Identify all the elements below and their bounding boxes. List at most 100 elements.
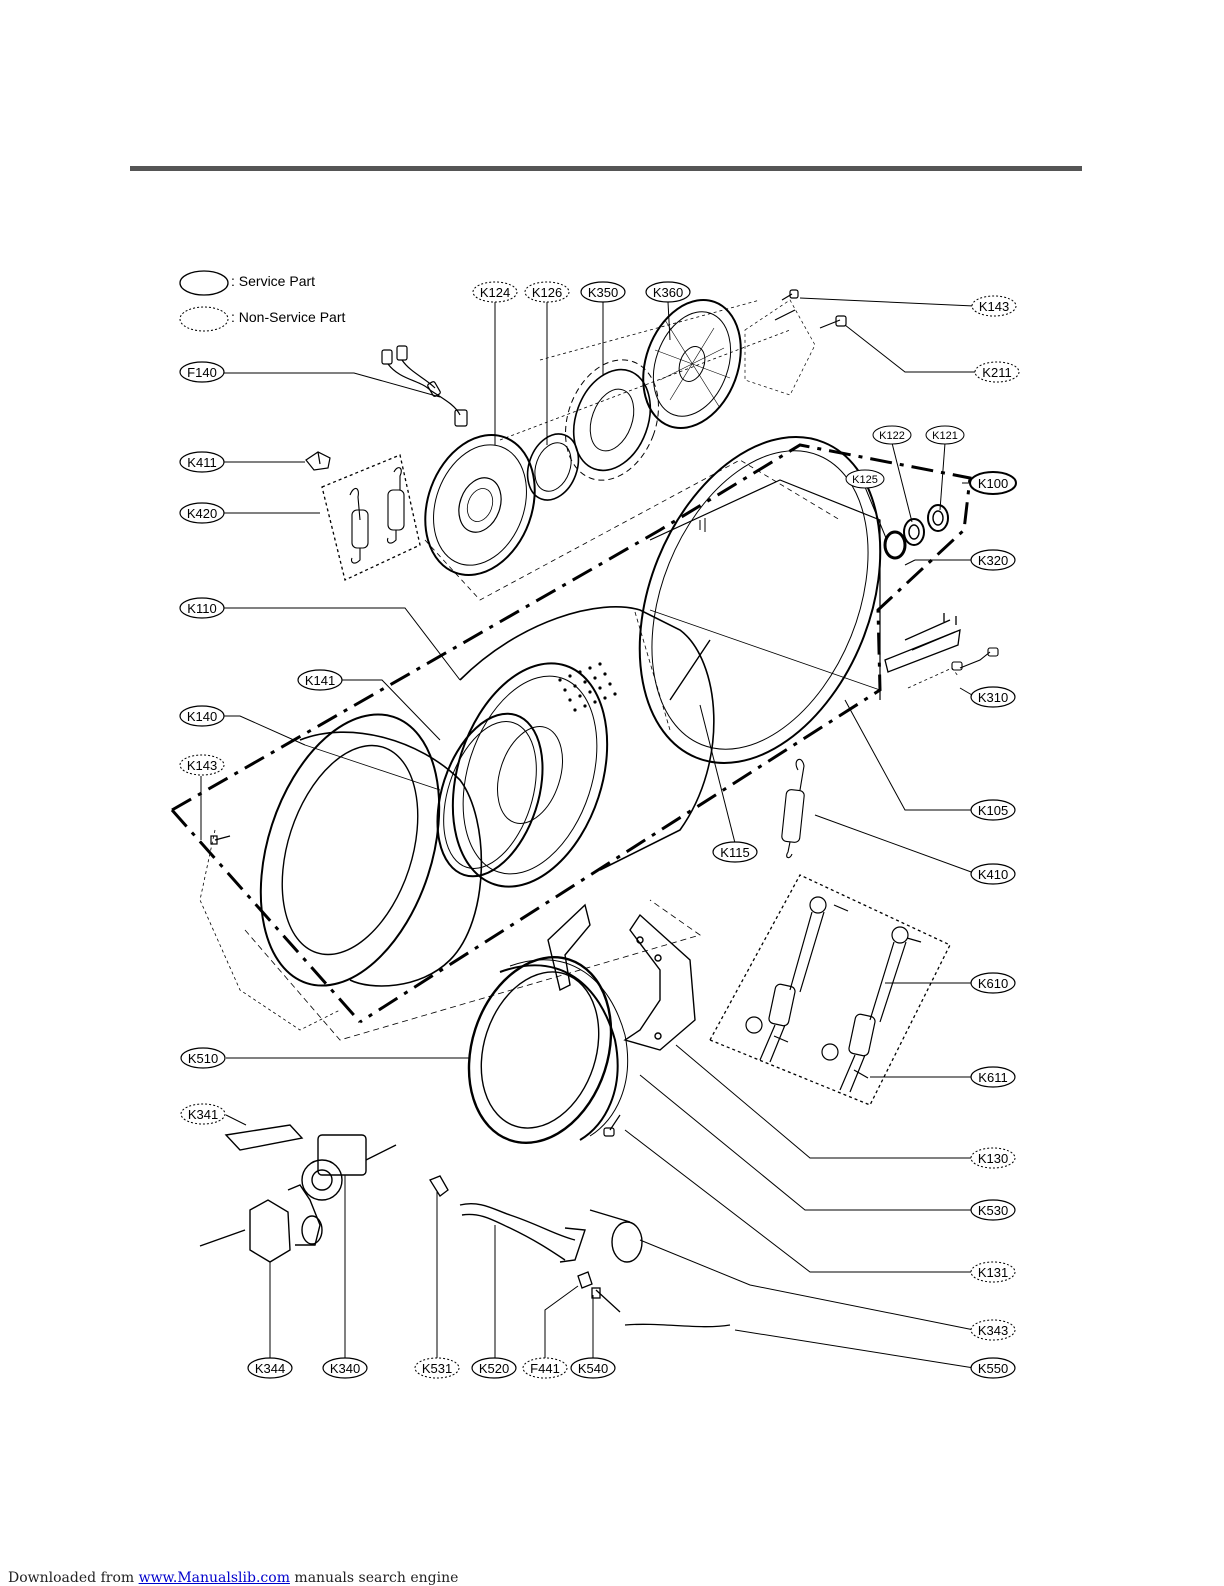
callout-K126: K126 — [525, 282, 569, 302]
upper-spring-part — [350, 468, 404, 563]
callout-K143-left: K143 — [180, 755, 224, 775]
leader-lines — [201, 298, 976, 1368]
callout-label: K130 — [978, 1151, 1008, 1166]
guide-line — [908, 668, 958, 688]
callout-K310: K310 — [971, 687, 1015, 707]
callout-K340: K340 — [323, 1358, 367, 1378]
callout-K350: K350 — [581, 282, 625, 302]
callout-K611: K611 — [971, 1067, 1015, 1087]
callout-label: K531 — [422, 1361, 452, 1376]
callout-K343: K343 — [971, 1320, 1015, 1340]
tub-assembly-boundary — [172, 445, 970, 1022]
callout-label: K115 — [720, 845, 749, 860]
callout-label: K420 — [187, 506, 217, 521]
callout-label: K143 — [187, 758, 217, 773]
callout-label: K125 — [852, 474, 878, 486]
callout-label: K410 — [978, 867, 1008, 882]
sensor-part — [952, 648, 998, 670]
callout-K105: K105 — [971, 800, 1015, 820]
bolt-part — [775, 290, 846, 328]
callout-label: K341 — [188, 1107, 218, 1122]
callout-K550: K550 — [971, 1358, 1015, 1378]
callout-K320: K320 — [971, 550, 1015, 570]
balancer-ring-part — [418, 700, 561, 889]
drum-perforation-pattern — [558, 662, 616, 711]
callout-label: K610 — [978, 976, 1008, 991]
callout-K115: K115 — [713, 842, 757, 862]
damper-part — [746, 897, 921, 1092]
callout-K344: K344 — [248, 1358, 292, 1378]
pressure-switch-part — [578, 1272, 730, 1327]
callout-label: K143 — [979, 299, 1009, 314]
callout-K131: K131 — [971, 1262, 1015, 1282]
seal-part — [885, 505, 948, 558]
callout-label: K100 — [978, 476, 1008, 491]
callout-K360: K360 — [646, 282, 690, 302]
callout-K531: K531 — [415, 1358, 459, 1378]
hose-clip-part — [430, 1176, 448, 1196]
callout-label: K141 — [305, 673, 335, 688]
callout-label: K350 — [588, 285, 618, 300]
legend-non-service-label: : Non-Service Part — [231, 309, 345, 325]
callout-label: K540 — [578, 1361, 608, 1376]
counterweight-part — [548, 905, 695, 1050]
bolt-part — [604, 1115, 620, 1136]
callout-label: K110 — [187, 601, 216, 616]
callout-K341: K341 — [181, 1104, 225, 1124]
callout-label: K131 — [978, 1265, 1008, 1280]
callout-label: K124 — [480, 285, 510, 300]
callout-K530: K530 — [971, 1200, 1015, 1220]
callout-label: K105 — [978, 803, 1008, 818]
legend-service-label: : Service Part — [231, 273, 315, 289]
dampers-box — [710, 875, 950, 1105]
callout-label: K126 — [532, 285, 562, 300]
callout-K100: K100 — [970, 472, 1016, 494]
tub-back-part — [407, 420, 554, 591]
callout-label: K510 — [188, 1051, 218, 1066]
callout-label: K360 — [653, 285, 683, 300]
drain-pump-part — [302, 1135, 396, 1200]
callout-K121: K121 — [926, 426, 964, 444]
callout-label: K611 — [978, 1070, 1007, 1085]
callout-label: K343 — [978, 1323, 1008, 1338]
callout-K143-right: K143 — [972, 296, 1016, 316]
callout-K141: K141 — [298, 670, 342, 690]
callout-F140: F140 — [180, 362, 224, 382]
legend-non-service-ellipse — [180, 307, 228, 331]
callout-K540: K540 — [571, 1358, 615, 1378]
callout-K510: K510 — [181, 1048, 225, 1068]
callout-label: K122 — [879, 430, 905, 442]
callout-K610: K610 — [971, 973, 1015, 993]
lower-spring-part — [781, 759, 804, 857]
callout-label: K520 — [479, 1361, 509, 1376]
callout-K420: K420 — [180, 503, 224, 523]
callout-label: K320 — [978, 553, 1008, 568]
tub-assembly-boundary-left — [172, 810, 360, 1022]
rotor-part — [626, 286, 758, 442]
callout-K124: K124 — [473, 282, 517, 302]
callout-K130: K130 — [971, 1148, 1015, 1168]
callout-K211: K211 — [975, 362, 1019, 382]
heater-part — [885, 613, 960, 672]
callout-K140: K140 — [180, 706, 224, 726]
callout-K410: K410 — [971, 864, 1015, 884]
callout-label: F140 — [187, 365, 217, 380]
callout-label: K211 — [982, 365, 1011, 380]
callout-label: K411 — [187, 455, 216, 470]
upper-springs-box — [322, 455, 420, 580]
callout-K122: K122 — [873, 426, 911, 444]
callout-label: F441 — [530, 1361, 560, 1376]
callout-K411: K411 — [180, 452, 224, 472]
drain-hose-part — [460, 1204, 585, 1262]
callout-F441: F441 — [523, 1358, 567, 1378]
callout-label: K140 — [187, 709, 217, 724]
front-tub-part — [229, 692, 482, 1009]
filter-cover-part — [226, 1125, 302, 1150]
guide-line — [200, 830, 340, 1030]
callout-label: K121 — [932, 430, 958, 442]
legend-service-ellipse — [180, 271, 228, 295]
callout-label: K310 — [978, 690, 1008, 705]
callout-label: K340 — [330, 1361, 360, 1376]
